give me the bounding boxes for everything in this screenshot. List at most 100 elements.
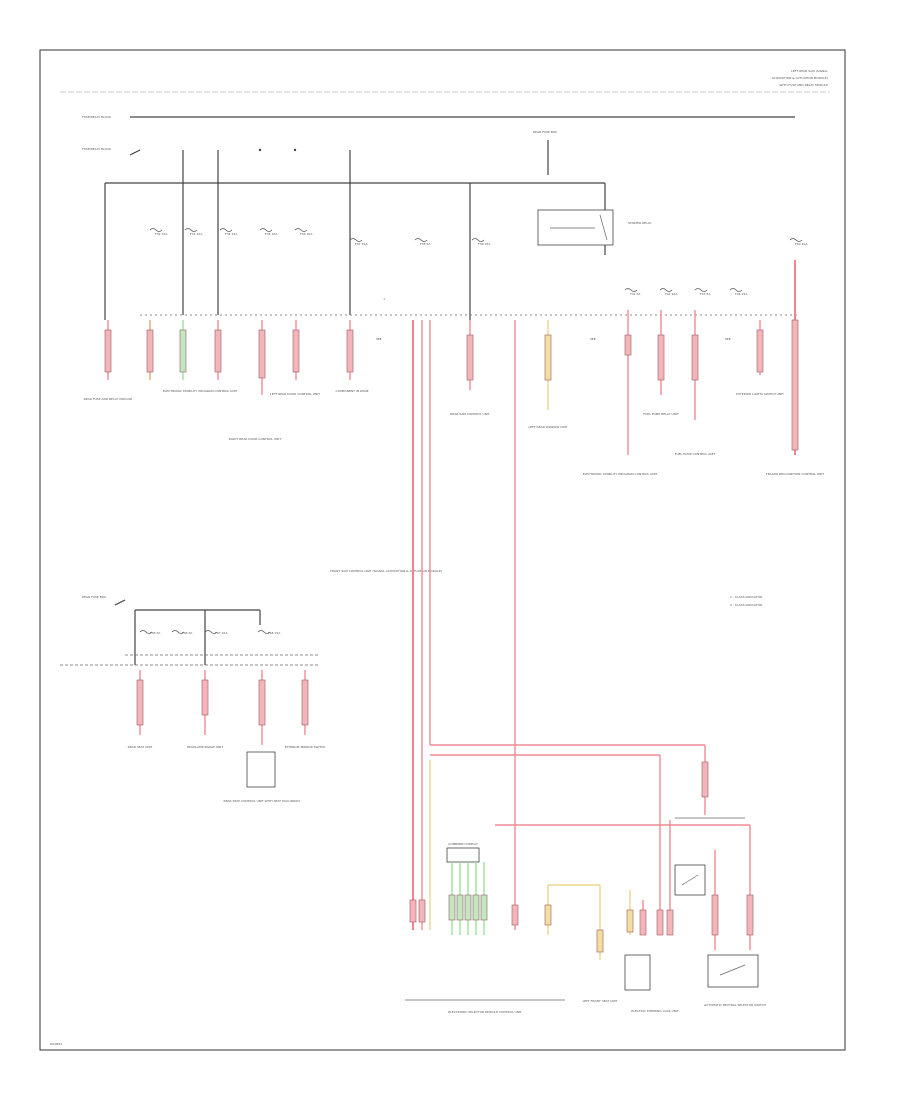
- connector-296: [292, 329, 300, 373]
- connector-108: [104, 329, 112, 373]
- connector-262b: [258, 679, 266, 726]
- fuse-symbol-15: [171, 630, 185, 634]
- cluster-label: COMBINED DISPLAY: [448, 842, 478, 846]
- connector-262: [258, 329, 266, 379]
- steering-lock-box: [624, 954, 651, 991]
- connector-b-670: [666, 909, 674, 936]
- connector-548: [544, 334, 552, 381]
- connector-705: [701, 761, 709, 798]
- marker-text-590: SEE: [590, 337, 596, 341]
- fuse-symbols-top: [149, 228, 803, 292]
- connector-b-750: [746, 894, 754, 936]
- fuse-symbol-9: [789, 238, 803, 242]
- fuse-symbol-12: [694, 288, 708, 292]
- connector-group-bottom: [409, 894, 754, 953]
- fuse-label-3: F34 15A: [225, 232, 238, 236]
- fuse-row-top: F32 15A F33 15A F34 15A F35 10A F36 10A …: [155, 232, 808, 296]
- component-label-2: ELECTRONIC STABILITY PROGRAM CONTROL UNI…: [163, 389, 238, 393]
- connector-150: [146, 329, 154, 373]
- fuse-symbol-1: [149, 228, 163, 232]
- connector-b-422: [418, 899, 426, 923]
- component-labels-top: REAR FUSE AND RELAY MODULE ELECTRONIC ST…: [84, 389, 825, 476]
- fuse-label-16: F47 10A: [215, 631, 228, 635]
- fuse-label-10: F41 5A: [630, 292, 641, 296]
- legend-item-1: 1 - CLASS INDICATOR: [730, 595, 762, 599]
- connector-b-413: [409, 899, 417, 923]
- fuse-label-1: F32 15A: [155, 232, 168, 236]
- marker-383: +: [383, 297, 386, 301]
- marker-text-725: SEE: [725, 337, 731, 341]
- component-label-6: REAR SAM CONTROL UNIT: [450, 412, 490, 416]
- component-label-15: EXTERIOR MIRROR SWITCH: [285, 745, 326, 749]
- fuse-label-7: F38 5A: [420, 242, 431, 246]
- connector-470: [466, 334, 474, 381]
- connector-305: [301, 679, 309, 726]
- connector-628: [624, 334, 632, 356]
- component-label-9: FUEL PUMP RELAY UNIT: [643, 412, 678, 416]
- fuse-label-6: F37 15A: [355, 242, 368, 246]
- fuse-label-15: F46 5A: [182, 631, 193, 635]
- fuse-label-8: F39 15A: [478, 242, 491, 246]
- connector-b-468: [464, 894, 472, 921]
- seat-control-unit-box: [246, 751, 276, 788]
- connector-760: [756, 329, 764, 373]
- component-label-5: COMPONENT IN ZONE: [335, 389, 368, 393]
- fuse-symbol-6: [349, 238, 363, 242]
- neutral-switch-box: [707, 954, 759, 988]
- fuse-label-4: F35 10A: [265, 232, 278, 236]
- fuse-label-11: F42 10A: [665, 292, 678, 296]
- connector-group-left: [136, 670, 309, 745]
- connector-b-515: [511, 904, 519, 926]
- fuse-label-12: F43 5A: [700, 292, 711, 296]
- esm-label: ELECTRONIC SELECTOR MODULE CONTROL UNIT: [448, 1010, 522, 1014]
- dcm-note: FRONT SAM CONTROL UNIT (SIGNAL ACQUISITI…: [330, 569, 442, 573]
- fuse-relay-label-top: FUSE/RELAY BLOCK: [82, 115, 112, 119]
- fuse-label-17: F48 15A: [268, 631, 281, 635]
- fuse-symbol-7: [414, 238, 428, 242]
- marker-text-383: SEE: [376, 337, 382, 341]
- connector-group-top: [104, 260, 799, 455]
- component-label-18: ELECTRIC STEERING LOCK UNIT: [631, 1009, 679, 1013]
- component-label-4: LEFT REAR DOOR CONTROL UNIT: [270, 392, 320, 396]
- fuse-symbol-5: [294, 228, 308, 232]
- starter-relay-label: STARTER RELAY: [628, 221, 652, 225]
- starter-relay-box: [537, 209, 614, 246]
- connector-795: [791, 319, 799, 451]
- fuse-label-13: F44 15A: [735, 292, 748, 296]
- component-label-16: REAR SEAT CONTROL UNIT WITH SEAT OCCUPAN…: [223, 799, 300, 803]
- component-label-13: REAR SEAT UNIT: [128, 745, 153, 749]
- connector-b-484: [480, 894, 488, 921]
- connector-b-600: [596, 929, 604, 953]
- component-label-19: AUTOMATIC NEUTRAL SELECTOR SWITCH: [704, 1003, 766, 1007]
- left-switch-mark: [114, 599, 126, 606]
- connector-b-715: [711, 894, 719, 936]
- connector-b-660: [656, 909, 664, 936]
- component-label-14: HEADLAMP RANGE UNIT: [187, 745, 223, 749]
- connector-b-452: [448, 894, 456, 921]
- component-label-7: LEFT REAR WINDOW UNIT: [529, 425, 568, 429]
- connector-b-476: [472, 894, 480, 921]
- component-label-3: RIGHT REAR DOOR CONTROL UNIT: [229, 437, 281, 441]
- rear-fuse-box-label-top: REAR FUSE BOX: [533, 130, 557, 134]
- connector-140: [136, 679, 144, 726]
- component-label-12: TRAILER RECOGNITION CONTROL UNIT: [765, 472, 824, 476]
- small-relay-switch: [681, 874, 699, 886]
- connector-350: [346, 329, 354, 373]
- fuse-symbol-8: [471, 238, 485, 242]
- fuse-relay-label-mid: FUSE/RELAY BLOCK: [82, 147, 112, 151]
- component-label-11: EXTERIOR LIGHTS SWITCH UNIT: [736, 392, 784, 396]
- connector-b-460: [456, 894, 464, 921]
- fuse-label-2: F33 15A: [190, 232, 203, 236]
- connector-b-548: [544, 904, 552, 926]
- component-labels-left: REAR SEAT UNIT HEADLAMP RANGE UNIT EXTER…: [128, 745, 326, 803]
- header-title-line-3: WITH FUSE AND RELAY MODULE: [780, 83, 829, 87]
- fuse-symbol-2: [184, 228, 198, 232]
- fuse-symbol-10: [624, 288, 638, 292]
- header-title-line-1: LEFT REAR SAM (SIGNAL: [791, 69, 828, 73]
- fuse-symbol-4: [259, 228, 273, 232]
- fuse-symbol-16: [204, 630, 218, 634]
- connector-183: [179, 329, 187, 373]
- fuse-label-9: F40 10A: [795, 242, 808, 246]
- connector-b-630: [626, 909, 634, 933]
- component-label-17: LEFT FRONT SEAT UNIT: [583, 999, 618, 1003]
